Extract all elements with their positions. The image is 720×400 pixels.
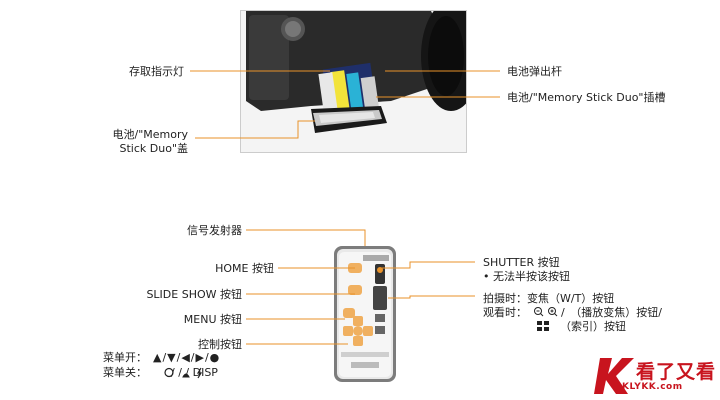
- camera-battery-compartment-photo: [240, 10, 467, 153]
- zoom-out-icon: [534, 307, 542, 315]
- transmitter-label: 信号发射器: [187, 224, 242, 237]
- menu-off-label: 菜单关：: [103, 366, 147, 379]
- battery-cover-label-line2: Stick Duo"盖: [119, 142, 189, 155]
- zoom-view-text: / （播放变焦）按钮/: [561, 306, 662, 319]
- shutter-button-label: SHUTTER 按钮: [483, 256, 560, 269]
- menu-on-label: 菜单开：: [103, 351, 147, 364]
- shutter-note: • 无法半按该按钮: [483, 270, 570, 283]
- flash-icon: [196, 367, 203, 379]
- index-icon: [537, 321, 549, 331]
- menu-button-label: MENU 按钮: [183, 313, 242, 326]
- watermark-url: KLYKK.com: [622, 382, 683, 392]
- macro-icon: [182, 373, 190, 378]
- battery-eject-lever-label: 电池弹出杆: [507, 65, 562, 78]
- menu-on-symbols: ▲/▼/◀/▶/●: [153, 351, 221, 364]
- klykk-logo: [594, 358, 634, 394]
- menu-off-icons: [164, 367, 203, 379]
- playback-zoom-icons: [534, 307, 558, 317]
- self-timer-icon: [164, 367, 174, 378]
- menu-off-symbols: / / / DISP: [171, 366, 218, 379]
- remote-control-illustration: [333, 244, 397, 384]
- slideshow-button-label: SLIDE SHOW 按钮: [146, 288, 242, 301]
- home-button-label: HOME 按钮: [215, 262, 274, 275]
- watermark-text: 看了又看: [636, 361, 717, 383]
- access-lamp-label: 存取指示灯: [129, 65, 184, 78]
- zoom-shoot-label: 拍摄时：变焦（W/T）按钮: [483, 292, 615, 305]
- zoom-in-icon: [548, 307, 556, 315]
- battery-cover-label-line1: 电池/"Memory: [112, 128, 188, 141]
- index-button-label: （索引）按钮: [560, 320, 626, 333]
- control-button-label: 控制按钮: [198, 338, 242, 351]
- zoom-view-prefix: 观看时：: [483, 306, 527, 319]
- battery-memory-slot-label: 电池/"Memory Stick Duo"插槽: [507, 91, 666, 104]
